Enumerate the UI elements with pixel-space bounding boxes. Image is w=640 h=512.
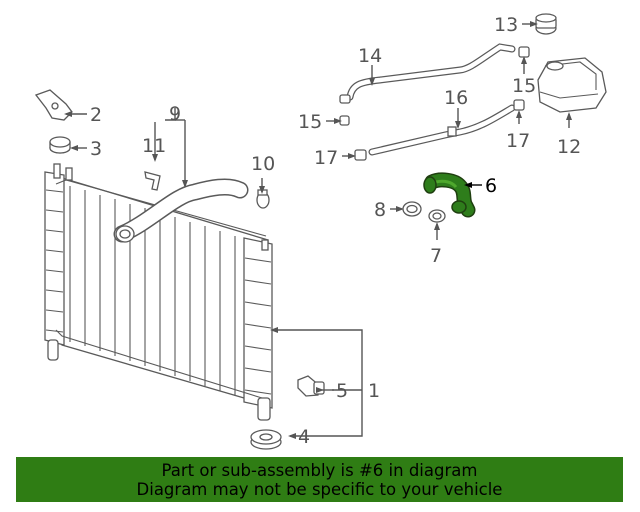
leader-lines	[64, 21, 572, 439]
highlighted-hose-6[interactable]	[423, 172, 476, 218]
hose-clamp-8[interactable]	[402, 201, 422, 217]
hose-clamp-10[interactable]	[256, 189, 270, 209]
banner-line-2: Diagram may not be specific to your vehi…	[136, 480, 503, 499]
callout-10: 10	[251, 153, 275, 175]
drain-valve[interactable]	[297, 375, 325, 397]
callout-13: 13	[494, 14, 518, 36]
callout-12: 12	[557, 136, 581, 158]
callout-6: 6	[485, 175, 497, 197]
callout-1: 1	[368, 380, 380, 402]
hose-clip[interactable]	[144, 171, 161, 191]
parts-diagram: 1 2 3 4 5 6 7 8 9 10 11 12 13 14 15 15 1…	[34, 13, 607, 450]
hose-fitting-17a[interactable]	[354, 149, 367, 161]
callout-17a: 17	[314, 147, 338, 169]
callout-7: 7	[430, 245, 442, 267]
hose-clamp-7[interactable]	[428, 209, 446, 223]
callout-5: 5	[336, 380, 348, 402]
overflow-hose[interactable]	[339, 43, 516, 104]
hose-fitting-15a[interactable]	[339, 115, 350, 126]
callout-17b: 17	[506, 130, 530, 152]
radiator-insulator[interactable]	[49, 136, 71, 154]
callout-15b: 15	[512, 75, 536, 97]
banner-line-1: Part or sub-assembly is #6 in diagram	[161, 461, 478, 480]
coolant-reservoir[interactable]	[537, 57, 607, 113]
callout-15a: 15	[298, 111, 322, 133]
reservoir-cap[interactable]	[535, 13, 557, 35]
callout-3: 3	[90, 138, 102, 160]
radiator[interactable]	[44, 163, 273, 421]
upper-radiator-hose[interactable]	[113, 178, 249, 243]
lower-insulator[interactable]	[250, 429, 282, 450]
info-banner: Part or sub-assembly is #6 in diagram Di…	[16, 457, 623, 502]
hose-fitting-17b[interactable]	[513, 99, 525, 111]
reservoir-inlet-hose[interactable]	[368, 104, 516, 156]
callout-labels: 1 2 3 4 5 6 7 8 9 10 11 12 13 14 15 15 1…	[90, 14, 581, 448]
callout-11: 11	[142, 135, 166, 157]
callout-16: 16	[444, 87, 468, 109]
radiator-bracket[interactable]	[34, 89, 73, 121]
callout-8: 8	[374, 199, 386, 221]
callout-4: 4	[298, 426, 310, 448]
callout-2: 2	[90, 104, 102, 126]
hose-fitting-15b[interactable]	[518, 46, 530, 58]
callout-9: 9	[169, 103, 181, 125]
callout-14: 14	[358, 45, 382, 67]
